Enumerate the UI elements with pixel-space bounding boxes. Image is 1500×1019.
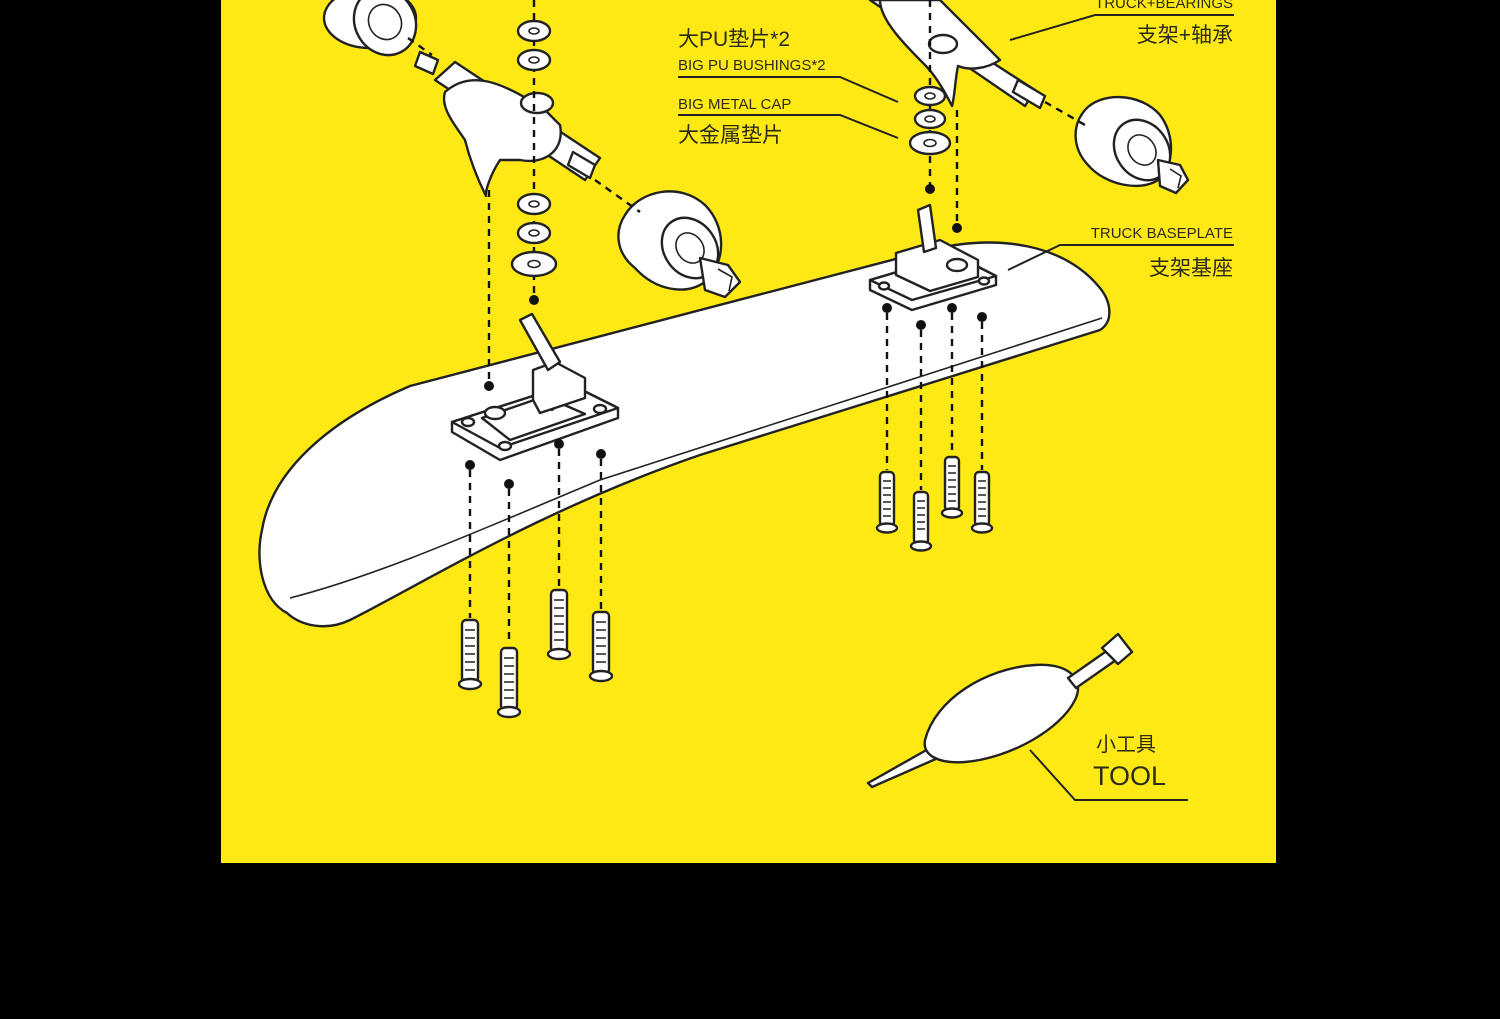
screw-icon: [457, 618, 483, 691]
truck-icon-right: [868, 0, 1047, 110]
tool-label-cn: 小工具: [1096, 733, 1156, 756]
screw-icon: [940, 455, 964, 519]
wheel-icon-mid: [617, 190, 742, 299]
pu-bushings-label-cn: 大PU垫片*2: [678, 28, 790, 51]
truck-bearings-label-cn: 支架+轴承: [1137, 24, 1233, 47]
washer-icon-right-stack: [908, 0, 952, 194]
truck-bearings-label-en: TRUCK+BEARINGS: [1095, 0, 1233, 12]
screw-icon: [909, 490, 933, 552]
screw-icon: [588, 610, 614, 683]
baseplate-label-en: TRUCK BASEPLATE: [1091, 225, 1233, 242]
screwdriver-icon: [866, 632, 1134, 789]
screw-icon: [546, 588, 572, 661]
screw-icon: [496, 646, 522, 719]
metal-cap-label-en: BIG METAL CAP: [678, 96, 791, 113]
wheel-icon-top-left: [322, 0, 418, 57]
screw-icon: [970, 470, 994, 534]
pu-bushings-label-en: BIG PU BUSHINGS*2: [678, 57, 826, 74]
screw-icon-left-group: [457, 439, 614, 719]
deck-icon: [258, 241, 1111, 628]
washer-icon-left-stack: [510, 0, 558, 305]
truck-icon-left: [413, 50, 602, 198]
leader-lines: [678, 14, 1234, 801]
baseplate-label-cn: 支架基座: [1149, 257, 1233, 280]
baseplate-right: [868, 203, 998, 312]
tool-label-en: TOOL: [1093, 761, 1166, 791]
baseplate-left: [450, 312, 620, 462]
screw-icon: [875, 470, 899, 534]
screw-icon-right-group: [875, 303, 994, 552]
metal-cap-label-cn: 大金属垫片: [678, 124, 783, 147]
wheel-icon-right: [1074, 95, 1190, 195]
